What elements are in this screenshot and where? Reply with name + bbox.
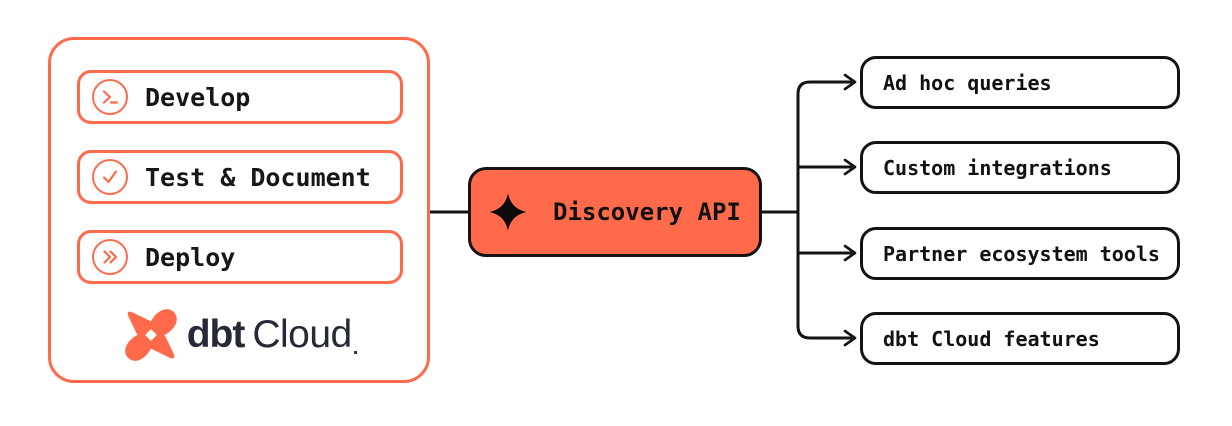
arrowhead-icon [843,329,857,347]
logo-text-cloud: Cloud [252,313,352,356]
discovery-api-label: Discovery API [553,198,741,226]
terminal-prompt-icon [92,79,128,115]
consumer-label: dbt Cloud features [883,326,1100,351]
consumer-box-dbt-cloud-features: dbt Cloud features [860,312,1180,365]
arrowhead-icon [843,244,857,262]
dbt-cloud-logo: dbt Cloud . [77,300,403,370]
double-chevron-icon [92,239,128,275]
branch-bottom [796,212,852,340]
arrowhead-icon [843,73,857,91]
discovery-api-node: Discovery API [468,167,762,257]
step-test-document: Test & Document [77,150,403,204]
consumer-box-ad-hoc-queries: Ad hoc queries [860,56,1180,109]
step-label: Deploy [145,242,236,272]
step-label: Test & Document [145,162,371,192]
step-deploy: Deploy [77,230,403,284]
check-circle-icon [92,159,128,195]
branch-top [796,80,852,212]
consumer-label: Ad hoc queries [883,70,1052,95]
step-develop: Develop [77,70,403,124]
logo-text-dbt: dbt [186,313,246,356]
dbt-logo-mark [124,309,177,361]
arrowhead-icon [843,158,857,176]
consumer-label: Custom integrations [883,155,1112,180]
sparkle-icon [489,193,527,231]
logo-trademark-dot: . [352,337,359,359]
step-label: Develop [145,82,251,112]
consumer-box-custom-integrations: Custom integrations [860,141,1180,194]
consumer-label: Partner ecosystem tools [883,241,1160,266]
consumer-box-partner-ecosystem-tools: Partner ecosystem tools [860,227,1180,280]
